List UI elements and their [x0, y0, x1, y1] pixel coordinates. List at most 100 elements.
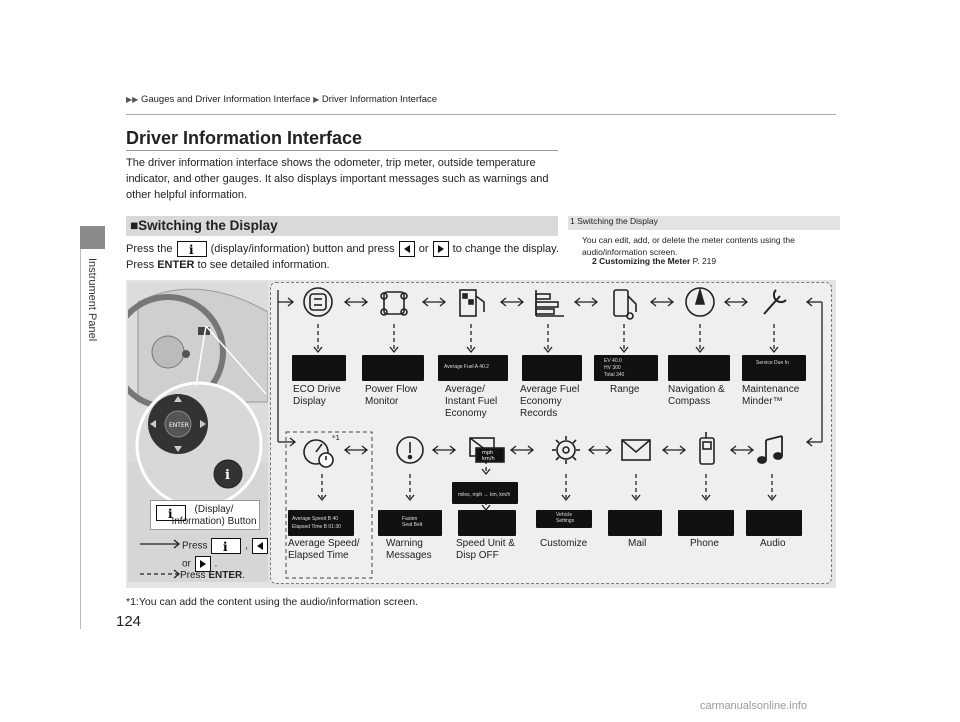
info-button-icon: i: [211, 538, 242, 554]
watermark: carmanualsonline.info: [700, 700, 808, 712]
label-fuel-records: Average Fuel Economy Records: [520, 384, 580, 419]
right-arrow-button-icon: [194, 556, 211, 572]
svg-text:i: i: [168, 507, 173, 520]
warning-icon: [396, 436, 424, 464]
power-flow-screen: [362, 355, 424, 381]
footnote: *1:You can add the content using the aud…: [126, 596, 419, 608]
info-button-icon: i: [176, 241, 207, 258]
zoom-leader-line: [196, 326, 267, 395]
left-arrow-button-icon: [251, 538, 268, 554]
label-mail: Mail: [628, 538, 647, 549]
section-square-icon: ■: [130, 218, 139, 233]
svg-text:ENTER: ENTER: [169, 422, 189, 429]
top-row-arrows: [277, 290, 823, 447]
side-rule: [80, 249, 81, 629]
section-bar: [126, 216, 558, 236]
reference-arrow-icon: 2: [592, 256, 597, 266]
label-customize: Customize: [540, 538, 588, 549]
legend-or: or .: [182, 556, 217, 572]
label-warning: Warning Messages: [386, 538, 432, 561]
header-rule: [126, 114, 836, 115]
mail-screen: [608, 510, 662, 536]
instruction-text: Press the i (display/information) button…: [126, 241, 559, 272]
bottom-double-arrow-1: [343, 445, 369, 455]
fuel-economy-icon: [459, 289, 485, 317]
breadcrumb-item-dii[interactable]: Driver Information Interface: [321, 94, 438, 105]
avg-speed-screen: Average Speed B 40 Elapsed Time B 01:30: [288, 510, 354, 536]
maintenance-screen: Service Due In: [742, 355, 806, 381]
label-phone: Phone: [690, 538, 719, 549]
bottom-double-arrow-6: [729, 445, 755, 455]
svg-text:i: i: [189, 243, 194, 256]
svg-text:i: i: [223, 540, 228, 553]
note-body: You can edit, add, or delete the meter c…: [582, 235, 795, 257]
display-cycle-area: [270, 282, 832, 584]
note-reference[interactable]: 2 Customizing the Meter P. 219: [592, 256, 717, 266]
range-icon: [613, 289, 637, 320]
steering-controls-zoom: ENTER i: [135, 381, 263, 509]
top-double-arrow-4: [573, 297, 599, 307]
top-double-arrow-5: [649, 297, 675, 307]
note-header: 1 Switching the Display: [568, 216, 840, 230]
label-range: Range: [610, 384, 640, 395]
chapter-tab: [80, 226, 105, 249]
top-double-arrow-6: [723, 297, 749, 307]
section-title: ■Switching the Display: [130, 218, 278, 233]
note-icon: 1: [570, 216, 575, 226]
phone-icon: [699, 432, 715, 465]
top-double-arrow-3: [499, 297, 525, 307]
label-audio: Audio: [760, 538, 786, 549]
info-button-icon: i: [156, 504, 186, 521]
fuel-records-icon: [535, 290, 564, 317]
kmh-label: km/h: [482, 456, 495, 462]
warning-screen: Fasten Seat Belt: [378, 510, 442, 536]
bottom-double-arrow-2: [431, 445, 457, 455]
eco-drive-screen: [292, 355, 346, 381]
legend-press-enter: Press ENTER.: [180, 570, 246, 581]
page-number: 124: [116, 613, 142, 630]
page-title: Driver Information Interface: [126, 128, 363, 148]
svg-text:i: i: [225, 468, 230, 483]
mail-icon: [621, 439, 651, 461]
legend-arrows: [140, 539, 181, 579]
speed-time-icon: [303, 439, 334, 468]
info-button-label: (Display/ Information) Button: [171, 504, 257, 527]
audio-screen: [746, 510, 802, 536]
breadcrumb-item-gauges[interactable]: Gauges and Driver Information Interface: [140, 94, 311, 105]
bottom-double-arrow-5: [661, 445, 687, 455]
label-power-flow: Power Flow Monitor: [365, 384, 418, 407]
bottom-double-arrow-4: [587, 445, 613, 455]
phone-screen: [678, 510, 734, 536]
compass-icon: [685, 287, 715, 317]
customize-screen: Vehicle Settings: [536, 510, 592, 528]
label-eco-drive: ECO Drive Display: [293, 384, 341, 407]
power-flow-icon: [380, 291, 408, 316]
top-double-arrow-1: [343, 297, 369, 307]
range-screen: EV 40.0 HV 300 Total 340: [594, 355, 658, 381]
top-double-arrow-2: [421, 297, 447, 307]
label-maintenance: Maintenance Minder™: [742, 384, 800, 407]
left-arrow-button-icon: [398, 241, 415, 258]
label-avg-speed: Average Speed/ Elapsed Time: [288, 538, 360, 561]
fuel-economy-screen: Average Fuel A 40.2: [438, 355, 508, 381]
legend-press: Press i , ,: [182, 538, 274, 554]
mph-label: mph: [482, 450, 493, 456]
gear-icon: [552, 436, 580, 464]
label-navigation: Navigation & Compass: [668, 384, 725, 407]
music-icon: [757, 435, 783, 464]
breadcrumb-arrow-icon: ▶▶: [126, 95, 139, 104]
breadcrumb: ▶▶ Gauges and Driver Information Interfa…: [126, 94, 437, 105]
navigation-screen: [668, 355, 730, 381]
speed-unit-icon: [469, 437, 505, 463]
wrench-icon: [763, 289, 787, 315]
eco-drive-icon: [303, 287, 333, 317]
label-speed-unit: Speed Unit & Disp OFF: [456, 538, 515, 561]
speed-unit-off-screen: [458, 510, 516, 536]
label-fuel-economy: Average/ Instant Fuel Economy: [445, 384, 498, 419]
title-rule: [126, 150, 558, 151]
chapter-label: Instrument Panel: [86, 258, 98, 342]
intro-paragraph: The driver information interface shows t…: [126, 157, 549, 201]
bottom-double-arrow-3: [509, 445, 535, 455]
fuel-records-screen: [522, 355, 582, 381]
breadcrumb-arrow-icon: ▶: [313, 95, 320, 104]
